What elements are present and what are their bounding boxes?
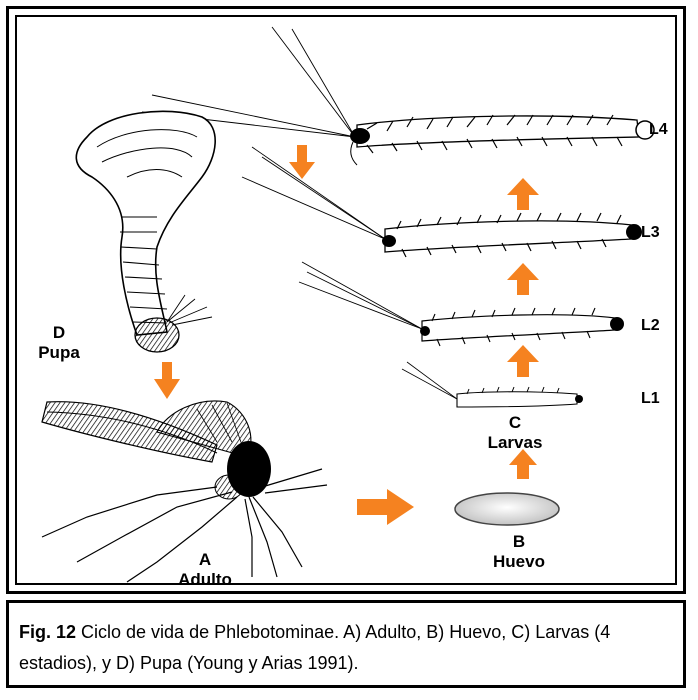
larvae-label: C Larvas	[475, 413, 555, 453]
arrow-l3-to-l4	[507, 178, 539, 210]
egg-drawing	[455, 493, 559, 525]
pupa-label: D Pupa	[29, 323, 89, 363]
adult-label: A Adulto	[165, 550, 245, 585]
arrow-pupa-to-adult	[154, 362, 180, 399]
instar-label-l3: L3	[641, 224, 660, 242]
figure-frame: D Pupa A Adulto B Huevo C Larvas L4 L3 L…	[6, 6, 686, 594]
caption-text: Fig. 12 Ciclo de vida de Phlebotominae. …	[19, 617, 679, 679]
figure-number: Fig. 12	[19, 622, 76, 642]
instar-label-l2: L2	[641, 317, 660, 335]
arrow-egg-to-larvae	[509, 449, 537, 479]
arrow-adult-to-egg	[357, 489, 414, 525]
adult-name: Adulto	[165, 570, 245, 585]
instar-label-l1: L1	[641, 390, 660, 408]
pupa-name: Pupa	[29, 343, 89, 363]
egg-label: B Huevo	[479, 532, 559, 572]
figure-panel: D Pupa A Adulto B Huevo C Larvas L4 L3 L…	[15, 15, 677, 585]
life-cycle-diagram	[17, 17, 677, 585]
egg-name: Huevo	[479, 552, 559, 572]
egg-letter: B	[479, 532, 559, 552]
caption-body: Ciclo de vida de Phlebotominae. A) Adult…	[19, 622, 610, 673]
larvae-name: Larvas	[475, 433, 555, 453]
larva-l4-drawing	[142, 27, 654, 165]
instar-label-l4: L4	[649, 121, 668, 139]
arrow-l2-to-l3	[507, 263, 539, 295]
pupa-drawing	[76, 111, 215, 352]
larva-l2-drawing	[299, 262, 624, 346]
larvae-letter: C	[475, 413, 555, 433]
arrow-down-to-pupa	[289, 145, 315, 179]
figure-caption: Fig. 12 Ciclo de vida de Phlebotominae. …	[6, 600, 686, 688]
adult-letter: A	[165, 550, 245, 570]
pupa-letter: D	[29, 323, 89, 343]
larva-l1-drawing	[402, 362, 583, 407]
arrow-l1-to-l2	[507, 345, 539, 377]
